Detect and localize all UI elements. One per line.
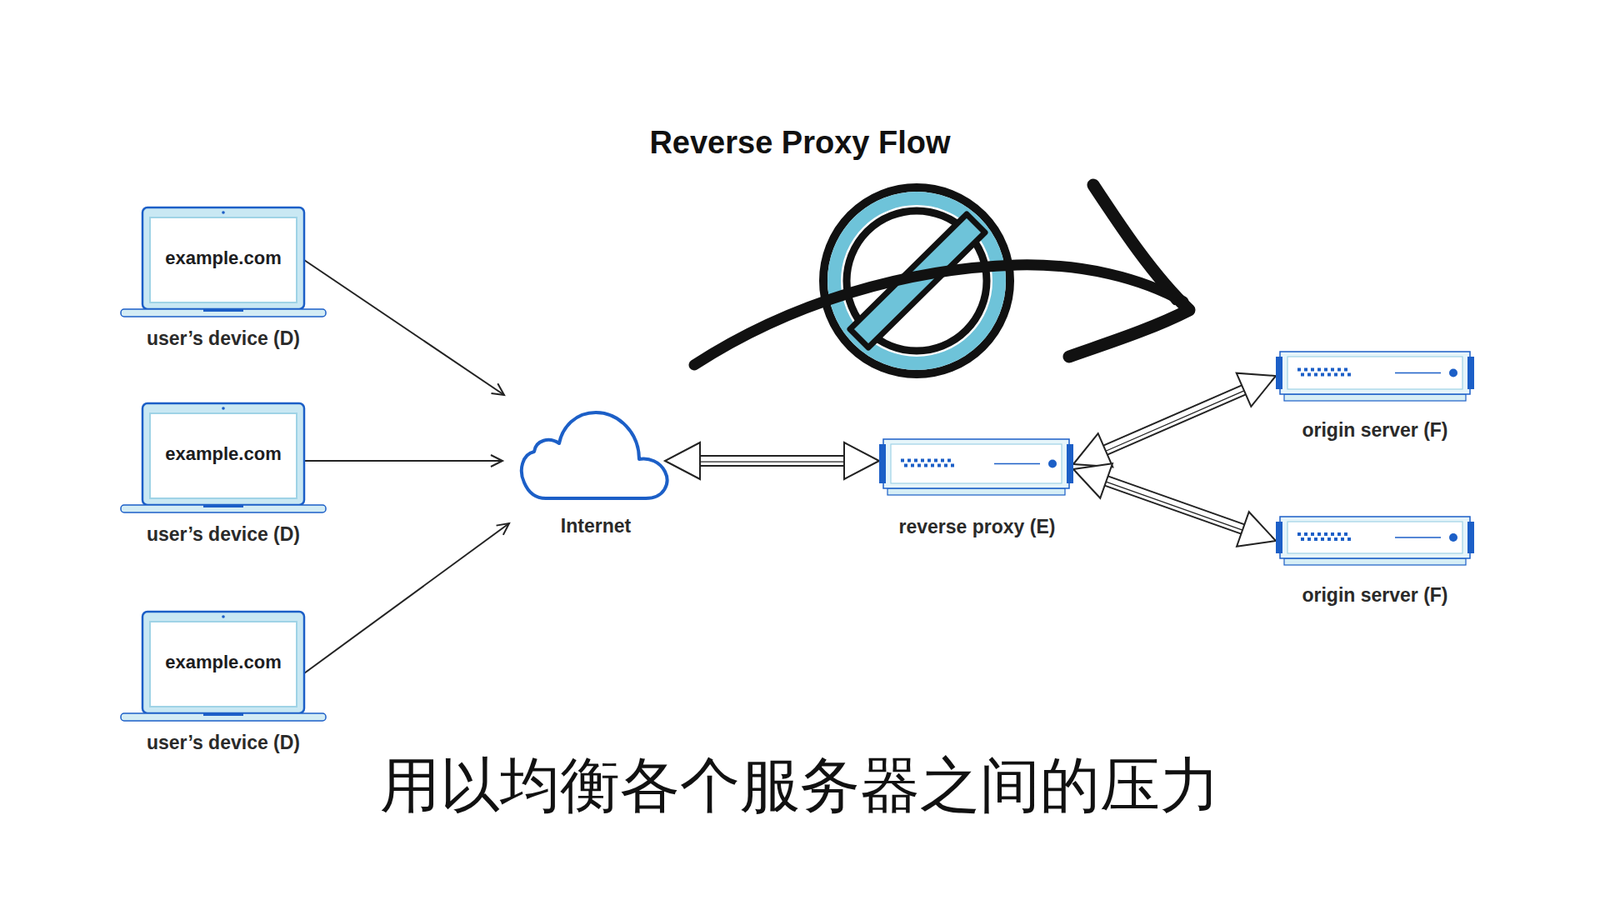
user-device: example.com user’s device (D): [120, 207, 327, 358]
user-device: example.com user’s device (D): [120, 611, 327, 762]
device-label: user’s device (D): [146, 731, 301, 755]
arrow-connector: [304, 455, 503, 467]
big-blocked-arrow: [694, 185, 1190, 365]
server-node: origin server (F): [1270, 345, 1480, 446]
node-label: Internet: [560, 515, 632, 539]
server-node: origin server (F): [1270, 510, 1480, 611]
device-label: user’s device (D): [146, 327, 301, 351]
node-label: reverse proxy (E): [899, 515, 1056, 540]
user-device: example.com user’s device (D): [120, 403, 327, 554]
double-arrow-connector: [1073, 373, 1276, 468]
node-label: origin server (F): [1301, 584, 1449, 608]
double-arrow-connector: [665, 442, 880, 480]
screen-text: example.com: [165, 247, 282, 270]
diagram-title: Reverse Proxy Flow: [0, 125, 1600, 161]
double-arrow-connector: [1073, 463, 1276, 546]
server-node: reverse proxy (E): [875, 433, 1080, 542]
screen-text: example.com: [165, 651, 282, 674]
arrow-connector: [304, 523, 510, 674]
screen-text: example.com: [165, 443, 282, 465]
subtitle-caption: 用以均衡各个服务器之间的压力: [0, 745, 1600, 826]
internet-cloud: Internet: [512, 400, 680, 542]
node-label: origin server (F): [1301, 419, 1449, 443]
arrow-connector: [304, 260, 505, 395]
device-label: user’s device (D): [146, 523, 301, 547]
